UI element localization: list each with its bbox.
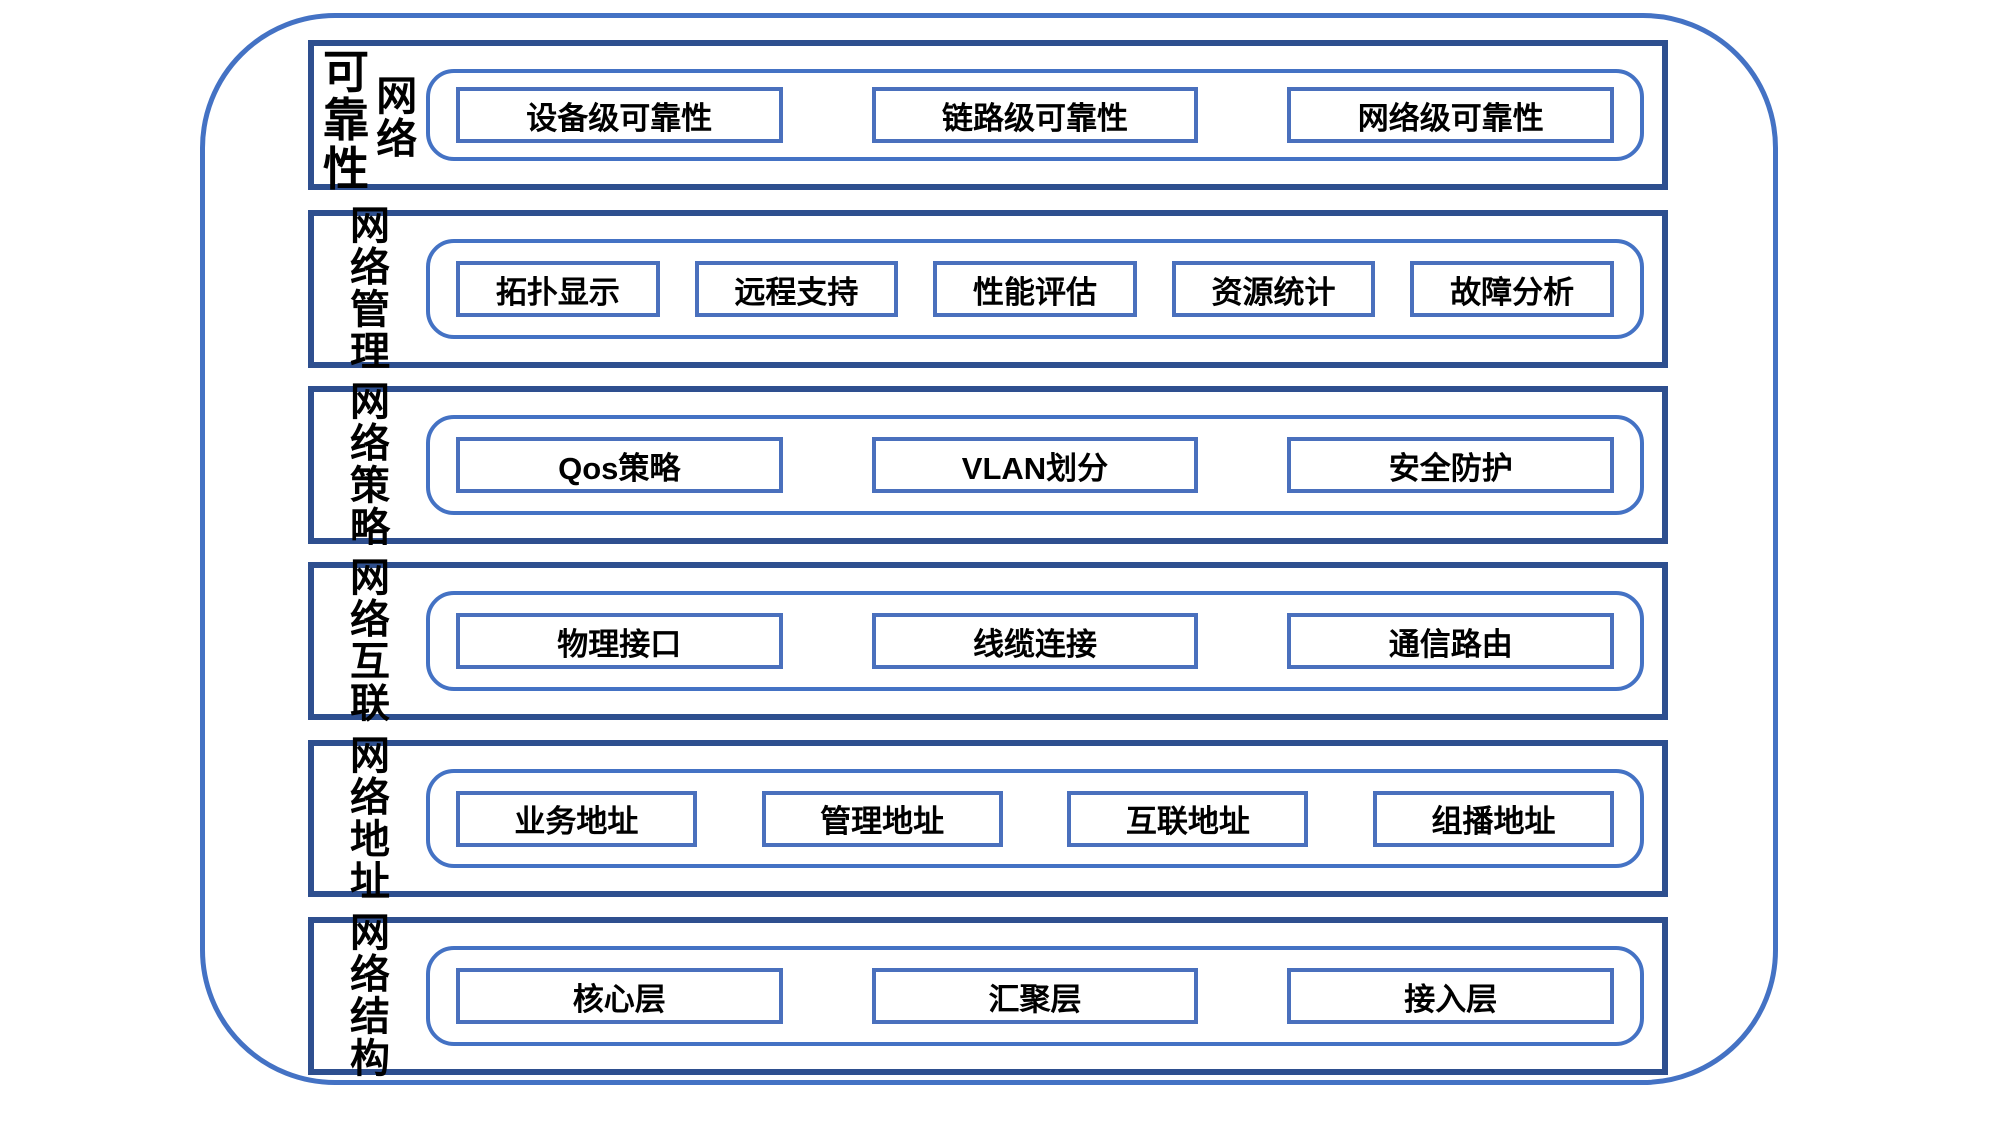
item-box-interconnect-address: 互联地址: [1067, 790, 1309, 847]
layer-inner-container: 拓扑显示 远程支持 性能评估 资源统计 故障分析: [426, 239, 1644, 339]
layer-row-network-interconnection: 网络互联 物理接口 线缆连接 通信路由: [308, 557, 1668, 725]
item-box-performance-evaluation: 性能评估: [933, 261, 1137, 317]
item-box-vlan-division: VLAN划分: [871, 437, 1199, 493]
item-box-network-reliability: 网络级可靠性: [1287, 87, 1614, 143]
layer-label-text: 网络结构: [349, 911, 390, 1081]
item-box-physical-interface: 物理接口: [456, 613, 783, 669]
item-box-management-address: 管理地址: [761, 790, 1003, 847]
layer-label-text: 网络互联: [349, 556, 390, 726]
item-box-device-reliability: 设备级可靠性: [456, 87, 783, 143]
layer-label-text: 网络管理: [349, 204, 390, 374]
layer-inner-container: 核心层 汇聚层 接入层: [426, 946, 1644, 1046]
layer-inner-container: Qos策略 VLAN划分 安全防护: [426, 415, 1644, 515]
item-box-core-layer: 核心层: [456, 968, 783, 1024]
layer-label-network-management: 网络管理: [314, 205, 426, 373]
layer-label-text: 网络: [376, 72, 418, 162]
layer-label-network-interconnection: 网络互联: [314, 557, 426, 725]
item-box-resource-statistics: 资源统计: [1171, 261, 1376, 317]
item-box-qos-policy: Qos策略: [456, 437, 783, 493]
layer-row-network-policy: 网络策略 Qos策略 VLAN划分 安全防护: [308, 381, 1668, 549]
item-box-fault-analysis: 故障分析: [1410, 261, 1614, 317]
layer-row-network-structure: 网络结构 核心层 汇聚层 接入层: [308, 912, 1668, 1080]
item-box-topology-display: 拓扑显示: [456, 261, 660, 317]
layer-row-network-reliability: 可靠性 网络 设备级可靠性 链路级可靠性 网络级可靠性: [308, 40, 1668, 193]
layer-label-network-policy: 网络策略: [314, 381, 426, 549]
item-box-link-reliability: 链路级可靠性: [871, 87, 1199, 143]
layer-label-text: 可靠性: [323, 46, 370, 195]
layer-inner-container: 业务地址 管理地址 互联地址 组播地址: [426, 769, 1644, 868]
item-box-cable-connection: 线缆连接: [871, 613, 1199, 669]
layer-row-network-management: 网络管理 拓扑显示 远程支持 性能评估 资源统计 故障分析: [308, 205, 1668, 373]
layer-inner-container: 设备级可靠性 链路级可靠性 网络级可靠性: [426, 69, 1644, 161]
layer-inner-container: 物理接口 线缆连接 通信路由: [426, 591, 1644, 691]
outer-rounded-frame: [200, 13, 1778, 1085]
layer-label-network-address: 网络地址: [314, 735, 426, 903]
item-box-security-protection: 安全防护: [1287, 437, 1614, 493]
item-box-service-address: 业务地址: [456, 790, 697, 847]
item-box-access-layer: 接入层: [1287, 968, 1614, 1024]
layer-label-text: 网络策略: [349, 380, 390, 550]
layer-label-network-reliability: 可靠性 网络: [314, 46, 426, 193]
item-box-communication-route: 通信路由: [1287, 613, 1614, 669]
item-box-remote-support: 远程支持: [694, 261, 899, 317]
item-box-aggregation-layer: 汇聚层: [871, 968, 1199, 1024]
layer-row-network-address: 网络地址 业务地址 管理地址 互联地址 组播地址: [308, 735, 1668, 903]
layer-label-text: 网络地址: [349, 733, 390, 904]
layer-label-network-structure: 网络结构: [314, 912, 426, 1080]
item-box-multicast-address: 组播地址: [1373, 790, 1614, 847]
